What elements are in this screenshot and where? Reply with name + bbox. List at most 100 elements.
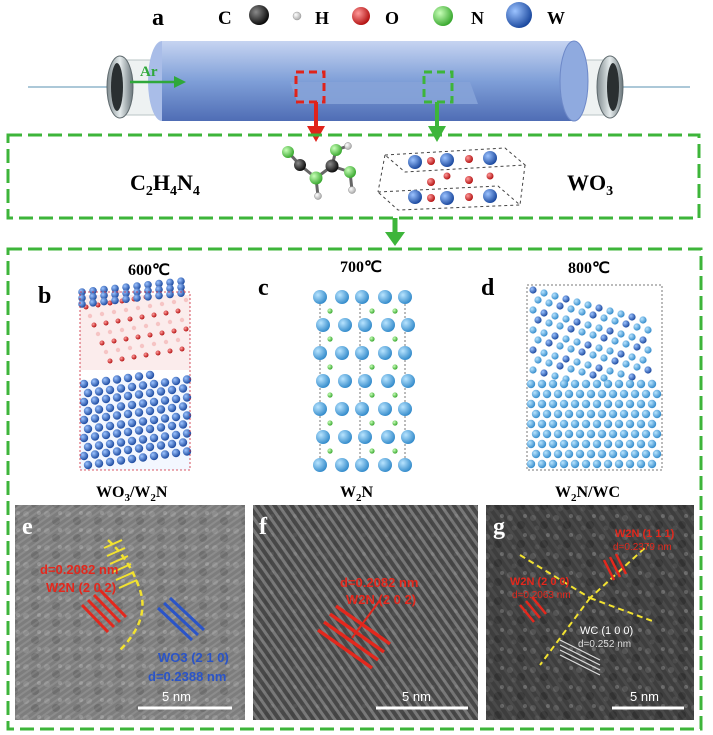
atom bbox=[115, 347, 121, 353]
atom bbox=[398, 458, 412, 472]
atom bbox=[551, 352, 559, 360]
atom bbox=[619, 449, 629, 459]
atom bbox=[540, 309, 548, 317]
atom bbox=[155, 291, 163, 300]
atom bbox=[369, 392, 375, 398]
atom bbox=[122, 289, 130, 298]
atom bbox=[537, 459, 547, 469]
atom bbox=[327, 308, 333, 314]
atom bbox=[611, 337, 619, 345]
tem-g-label2b: d=0.2063 nm bbox=[512, 590, 571, 601]
atom bbox=[614, 419, 624, 429]
atom bbox=[589, 331, 597, 339]
atom bbox=[177, 289, 185, 298]
atom bbox=[127, 316, 133, 322]
atom bbox=[316, 430, 330, 444]
atom bbox=[608, 449, 618, 459]
legend-label-h: H bbox=[315, 8, 329, 28]
fringe-marker-red-f bbox=[316, 604, 392, 670]
atom bbox=[529, 346, 537, 354]
atom bbox=[526, 459, 536, 469]
fringe-marker-blue-e bbox=[156, 596, 206, 642]
atom bbox=[143, 323, 149, 329]
atom bbox=[611, 317, 619, 325]
atom bbox=[633, 323, 641, 331]
atom bbox=[570, 419, 580, 429]
atom bbox=[79, 451, 89, 461]
atom bbox=[112, 447, 122, 456]
scale-label-e: 5 nm bbox=[162, 689, 191, 704]
atom bbox=[592, 459, 602, 469]
atom bbox=[603, 399, 613, 409]
atom bbox=[111, 309, 117, 315]
atom bbox=[115, 318, 121, 324]
atom bbox=[335, 290, 349, 304]
atom bbox=[559, 459, 569, 469]
atom bbox=[617, 370, 625, 378]
atom bbox=[600, 334, 608, 342]
atom bbox=[553, 429, 563, 439]
atom bbox=[608, 409, 618, 419]
atom bbox=[534, 316, 542, 324]
tem-g-label3b: d=0.252 nm bbox=[578, 639, 631, 650]
atom bbox=[145, 424, 155, 434]
atom bbox=[182, 429, 192, 438]
atom bbox=[606, 307, 614, 315]
atom bbox=[149, 397, 159, 407]
atom bbox=[584, 301, 592, 309]
atom bbox=[567, 325, 575, 333]
atom bbox=[313, 458, 327, 472]
atom bbox=[633, 343, 641, 351]
atom bbox=[101, 376, 111, 386]
atom bbox=[575, 429, 585, 439]
atom bbox=[641, 429, 651, 439]
atom bbox=[178, 420, 188, 429]
tem-g-label1a: W2N (1 1 1) bbox=[615, 528, 675, 540]
tem-f-plane1: W2N (2 0 2) bbox=[346, 592, 416, 607]
atom bbox=[589, 351, 597, 359]
atom bbox=[595, 324, 603, 332]
scale-label-g: 5 nm bbox=[630, 689, 659, 704]
atom bbox=[171, 328, 177, 334]
tem-g-label3a: WC (1 0 0) bbox=[580, 625, 633, 637]
atom bbox=[134, 408, 144, 417]
atom bbox=[644, 366, 652, 374]
atom bbox=[335, 458, 349, 472]
atom bbox=[647, 399, 657, 409]
panel-label-e: e bbox=[22, 514, 33, 540]
atom bbox=[551, 372, 559, 380]
atom bbox=[105, 421, 115, 431]
legend-label-n: N bbox=[471, 8, 484, 28]
atom bbox=[630, 429, 640, 439]
atom bbox=[578, 348, 586, 356]
atom bbox=[112, 429, 122, 438]
atom bbox=[182, 393, 192, 402]
atom bbox=[597, 429, 607, 439]
temp-700: 700℃ bbox=[340, 259, 382, 276]
atom bbox=[619, 409, 629, 419]
atom bbox=[369, 420, 375, 426]
atom bbox=[167, 421, 177, 431]
atom bbox=[133, 294, 141, 302]
atom bbox=[647, 379, 657, 389]
atom bbox=[134, 444, 144, 453]
atom bbox=[625, 379, 635, 389]
atom bbox=[534, 296, 542, 304]
atom bbox=[369, 308, 375, 314]
atom bbox=[652, 429, 662, 439]
atom bbox=[122, 295, 130, 304]
tem-e-d1: d=0.2082 nm bbox=[40, 562, 118, 577]
atom bbox=[149, 379, 159, 389]
atom bbox=[101, 394, 111, 404]
atom bbox=[167, 319, 173, 325]
atom bbox=[381, 318, 395, 332]
atom bbox=[392, 336, 398, 342]
atom bbox=[175, 308, 181, 314]
atom bbox=[138, 417, 148, 426]
atom bbox=[100, 297, 108, 306]
atom bbox=[534, 356, 542, 364]
atom bbox=[123, 373, 133, 383]
atom bbox=[529, 286, 537, 294]
atom bbox=[145, 406, 155, 416]
atom bbox=[381, 374, 395, 388]
